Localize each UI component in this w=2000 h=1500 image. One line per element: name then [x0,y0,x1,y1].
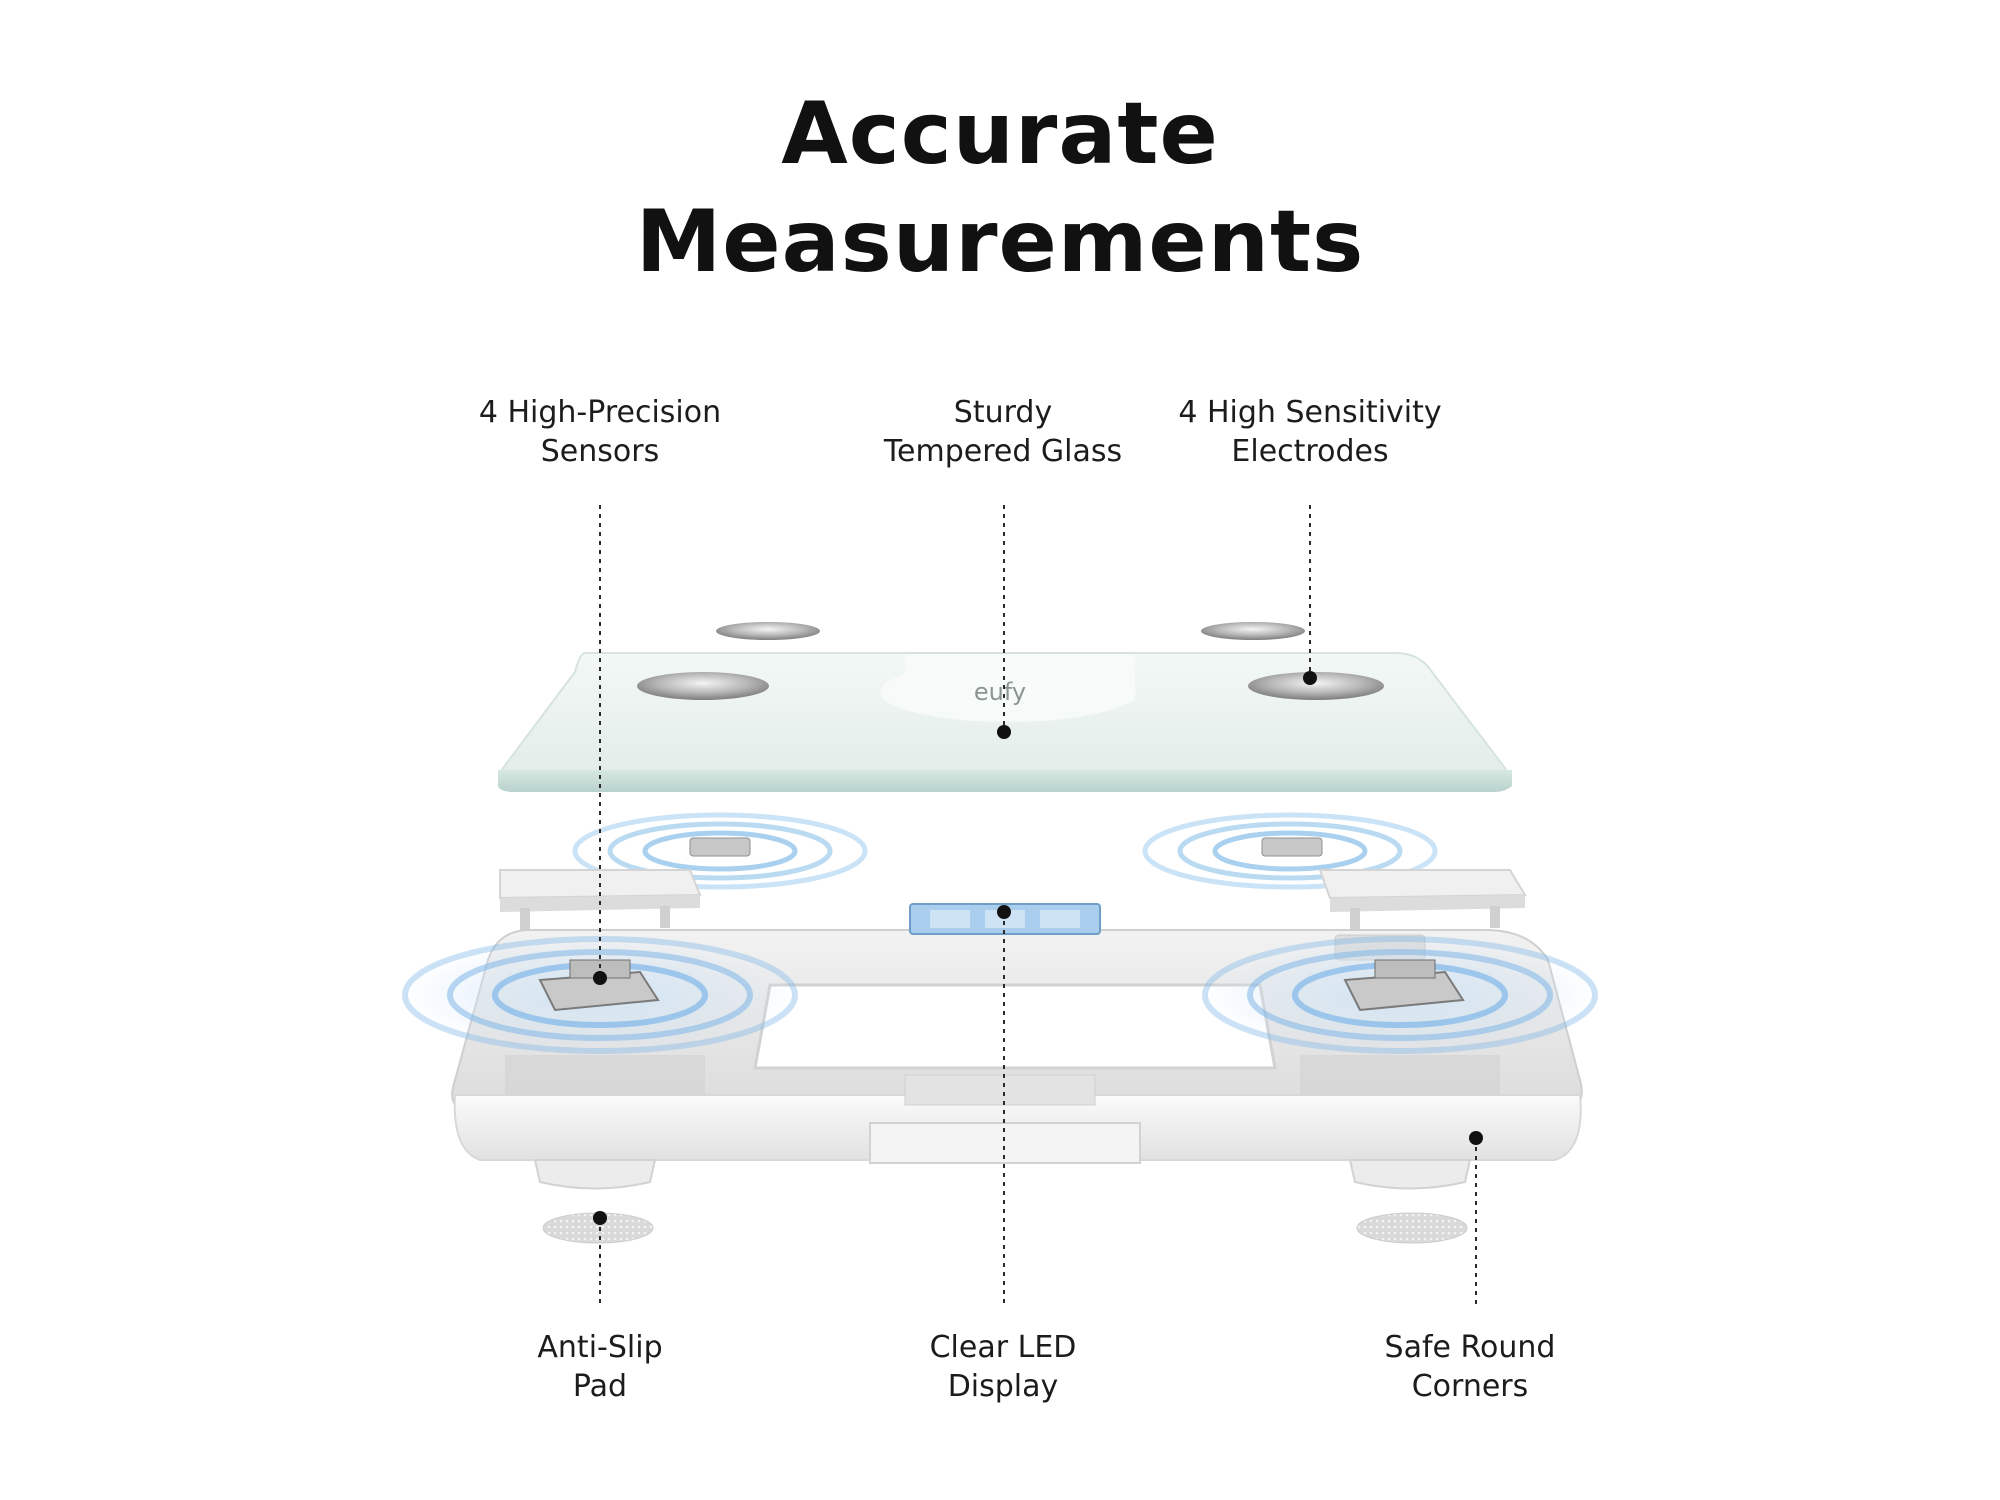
electrode-back-right [1201,622,1305,640]
sensor-upper-left [690,838,750,856]
foot-right [1350,1160,1470,1189]
foot-left [535,1160,655,1189]
sensor-upper-right [1262,838,1322,856]
callout-dot-corners [1469,1131,1483,1145]
callout-dot-glass [997,725,1011,739]
anti-slip-pad-right [1357,1213,1467,1243]
electrode-front-left [637,672,769,700]
sensor-cover-right [1320,870,1525,930]
callout-dot-sensors [593,971,607,985]
callout-dot-display [997,905,1011,919]
electrode-back-left [716,622,820,640]
callout-dot-pad [593,1211,607,1225]
brand-logo: eufy [974,678,1026,706]
callout-dot-electrodes [1303,671,1317,685]
